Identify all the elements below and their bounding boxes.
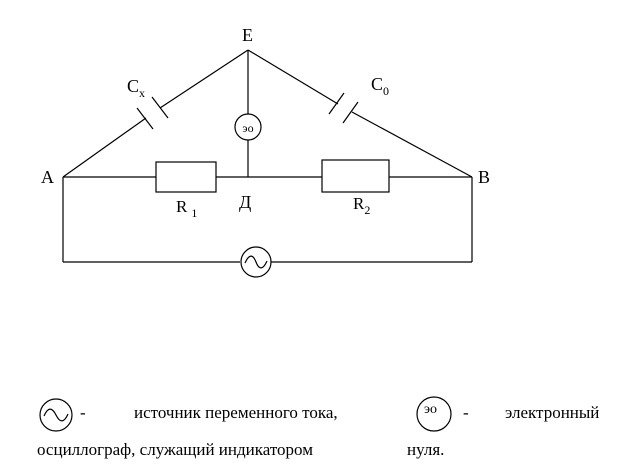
label-cx: Cx (127, 76, 145, 100)
label-cx-sub: x (139, 86, 145, 100)
node-label-d: Д (239, 192, 251, 212)
capacitor-c0-plate-1 (328, 92, 345, 115)
legend-ac-source-icon (39, 398, 73, 432)
capacitor-cx-plate-2 (151, 96, 169, 119)
ac-source-wave (244, 255, 268, 269)
legend-oscilloscope-text-1: электронный (505, 403, 600, 422)
node-label-b: B (478, 167, 490, 187)
legend-oscilloscope-text-2: осциллограф, служащий индикатором (37, 440, 313, 459)
label-r1-main: R (176, 197, 188, 216)
legend-source-text: источник переменного тока, (134, 403, 338, 422)
label-r2-sub: 2 (364, 203, 370, 217)
label-r2: R2 (353, 194, 370, 217)
wire-a-to-cx (62, 117, 147, 178)
oscilloscope-circle (234, 113, 262, 141)
label-r1-sub: 1 (191, 206, 197, 220)
resistor-r2 (321, 159, 390, 193)
legend-oscilloscope-symbol: эо (424, 402, 438, 417)
legend-oscilloscope-dash: - (463, 403, 469, 422)
label-c0-sub: 0 (383, 84, 389, 98)
oscilloscope-label: эо (242, 121, 253, 135)
legend: - источник переменного тока, эо - электр… (0, 390, 631, 470)
resistor-r1 (155, 161, 217, 193)
legend-source-dash: - (80, 403, 86, 422)
label-c0: C0 (371, 74, 389, 98)
label-r2-main: R (353, 194, 365, 213)
label-cx-main: C (127, 76, 139, 96)
capacitor-cx-plate-1 (136, 107, 154, 130)
wire-cx-to-e (159, 49, 249, 109)
wire-e-to-c0 (247, 49, 339, 105)
capacitor-c0-plate-2 (342, 101, 359, 124)
legend-oscilloscope-text-3: нуля. (407, 440, 445, 459)
label-c0-main: C (371, 74, 383, 94)
node-label-a: A (41, 167, 54, 187)
node-label-e: E (242, 25, 253, 45)
wire-c0-to-b (351, 111, 473, 178)
legend-oscilloscope-icon (416, 396, 452, 432)
